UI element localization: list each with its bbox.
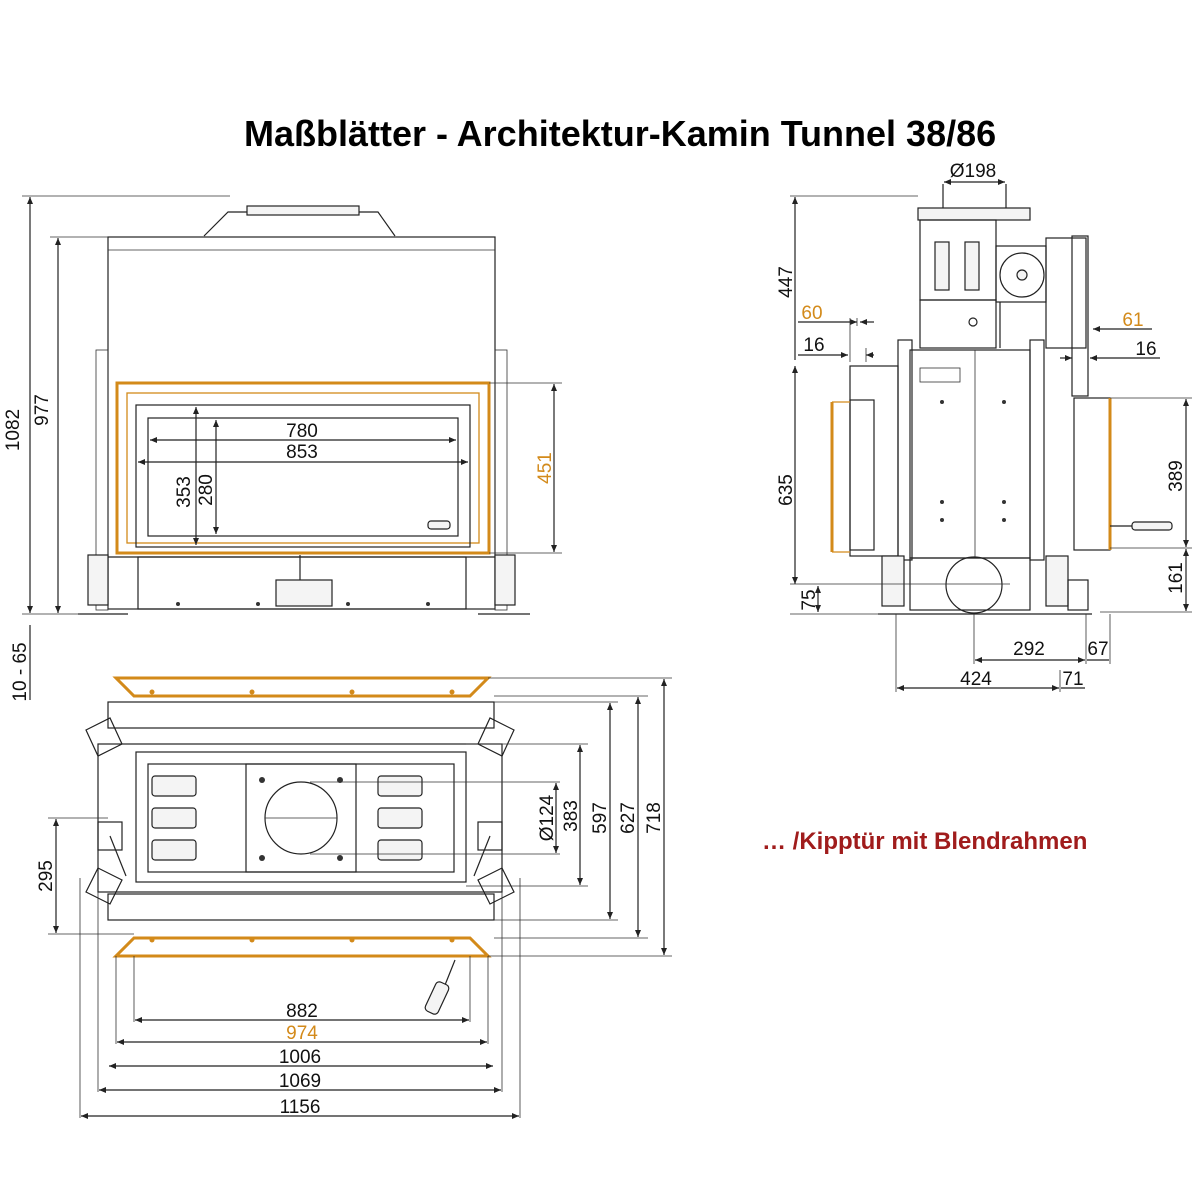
dim-side-295: 295 (36, 860, 57, 892)
dim-base-height: 75 (799, 589, 820, 610)
dim-window-width-inner: 780 (286, 421, 318, 442)
door-variant-caption: … /Kipptür mit Blendrahmen (762, 828, 1087, 855)
page-title: Maßblätter - Architektur-Kamin Tunnel 38… (244, 113, 996, 154)
dim-offset-left: 16 (803, 335, 824, 356)
dim-depth-rear: 292 (1013, 639, 1045, 660)
side-view: Ø198 (776, 161, 1192, 692)
dim-width-1069: 1069 (279, 1071, 321, 1092)
dim-frame-height: 451 (535, 452, 556, 484)
dim-width-1006: 1006 (279, 1047, 321, 1068)
dim-width-1156: 1156 (280, 1097, 321, 1118)
dim-depth-383: 383 (561, 800, 582, 832)
dim-window-height-outer: 353 (174, 476, 195, 508)
dim-depth-627: 627 (618, 802, 639, 834)
dim-window-height-inner: 280 (196, 474, 217, 506)
dim-body-height: 635 (776, 474, 797, 506)
dim-depth-718: 718 (644, 802, 665, 834)
front-view: 1082 977 10 - 65 780 853 353 280 451 (3, 195, 562, 702)
dim-top-height: 447 (776, 266, 797, 298)
dim-width-974: 974 (286, 1023, 318, 1044)
dim-height-total: 1082 (3, 409, 24, 451)
dim-frame-depth-left: 60 (801, 303, 822, 324)
dim-bottom-height-right: 161 (1166, 562, 1187, 594)
dim-depth-597: 597 (590, 802, 611, 834)
dim-frame-height-right: 389 (1166, 460, 1187, 492)
dim-window-width-outer: 853 (286, 442, 318, 463)
dim-frame-depth-right: 61 (1122, 310, 1143, 331)
top-view: 882 974 1006 1069 1156 718 627 597 383 Ø… (36, 676, 672, 1119)
dim-flue-diameter-top: Ø124 (537, 794, 558, 841)
dim-flue-diameter: Ø198 (950, 161, 996, 182)
dim-depth-total: 424 (960, 669, 992, 690)
dim-offset-71: 71 (1062, 669, 1083, 690)
dim-feet-height: 10 - 65 (10, 642, 31, 701)
dim-height-body: 977 (32, 394, 53, 426)
dim-offset-67: 67 (1087, 639, 1108, 660)
dim-width-882: 882 (286, 1001, 318, 1022)
dim-offset-right: 16 (1135, 339, 1156, 360)
